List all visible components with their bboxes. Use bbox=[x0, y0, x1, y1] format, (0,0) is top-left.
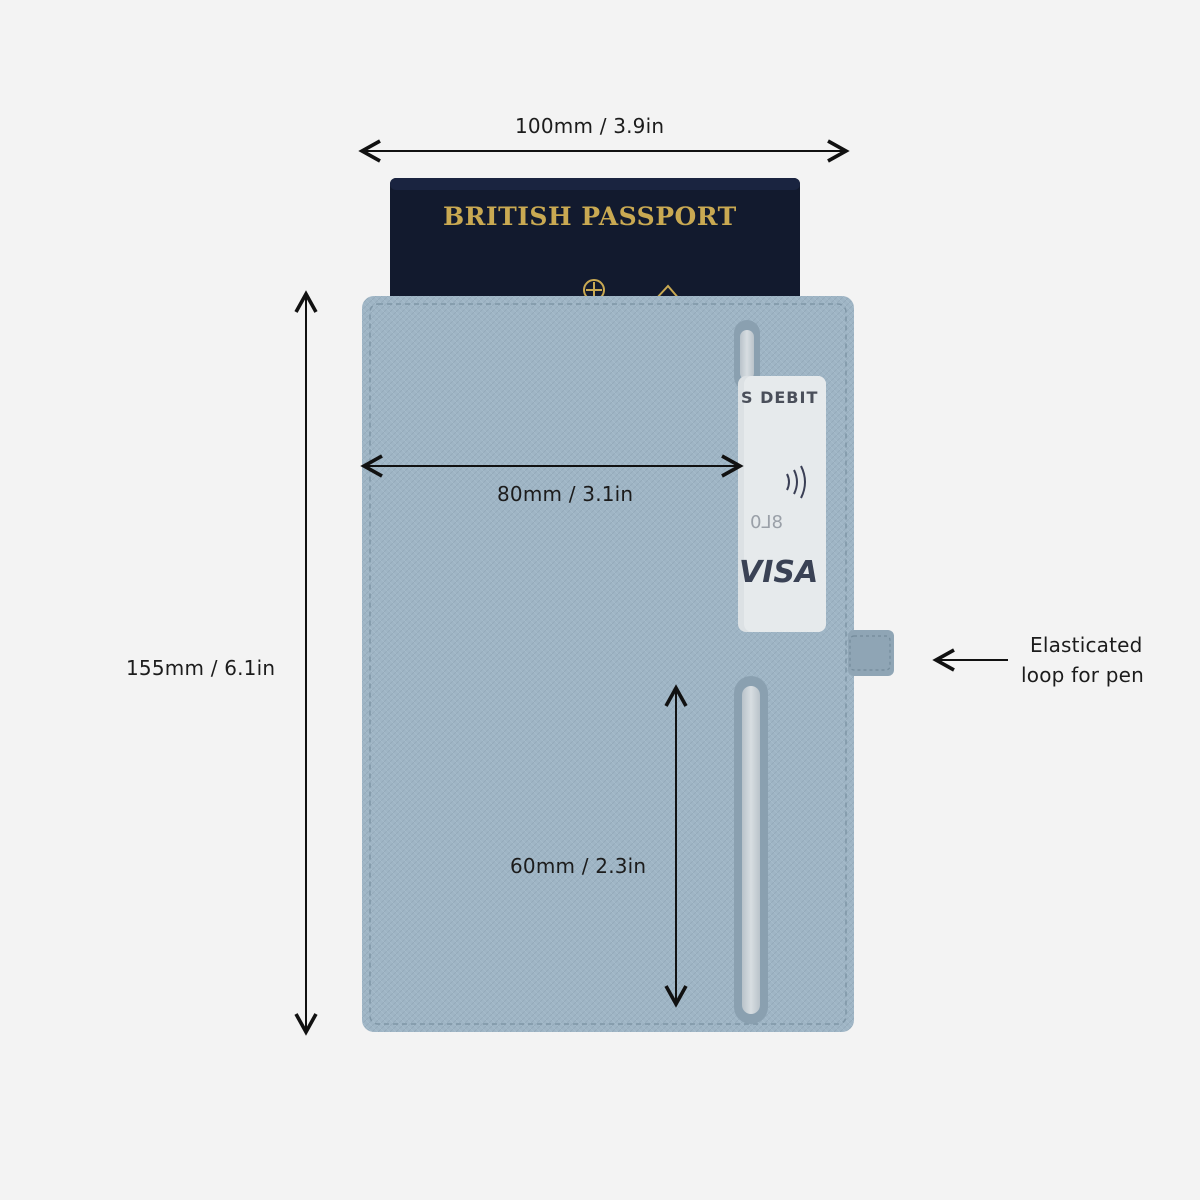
passport-title: BRITISH PASSPORT bbox=[443, 202, 737, 231]
contactless-icon bbox=[786, 465, 806, 499]
inner-width-label: 80mm / 3.1in bbox=[497, 482, 634, 506]
elastic-loop bbox=[848, 630, 894, 676]
visa-logo: VISA bbox=[739, 555, 819, 590]
card-number-fragment: 8L0 bbox=[750, 512, 783, 533]
debit-card bbox=[738, 376, 826, 632]
callout-line-2: loop for pen bbox=[1021, 663, 1145, 687]
top-width-label: 100mm / 3.9in bbox=[515, 114, 665, 138]
card-type: S DEBIT bbox=[741, 388, 819, 407]
passport-holder bbox=[362, 296, 854, 1032]
card-slot-upper bbox=[734, 320, 760, 390]
height-label: 155mm / 6.1in bbox=[126, 656, 276, 680]
pen-slot bbox=[734, 676, 768, 1024]
callout-line-1: Elasticated bbox=[1030, 633, 1143, 657]
pocket-height-label: 60mm / 2.3in bbox=[510, 854, 647, 878]
